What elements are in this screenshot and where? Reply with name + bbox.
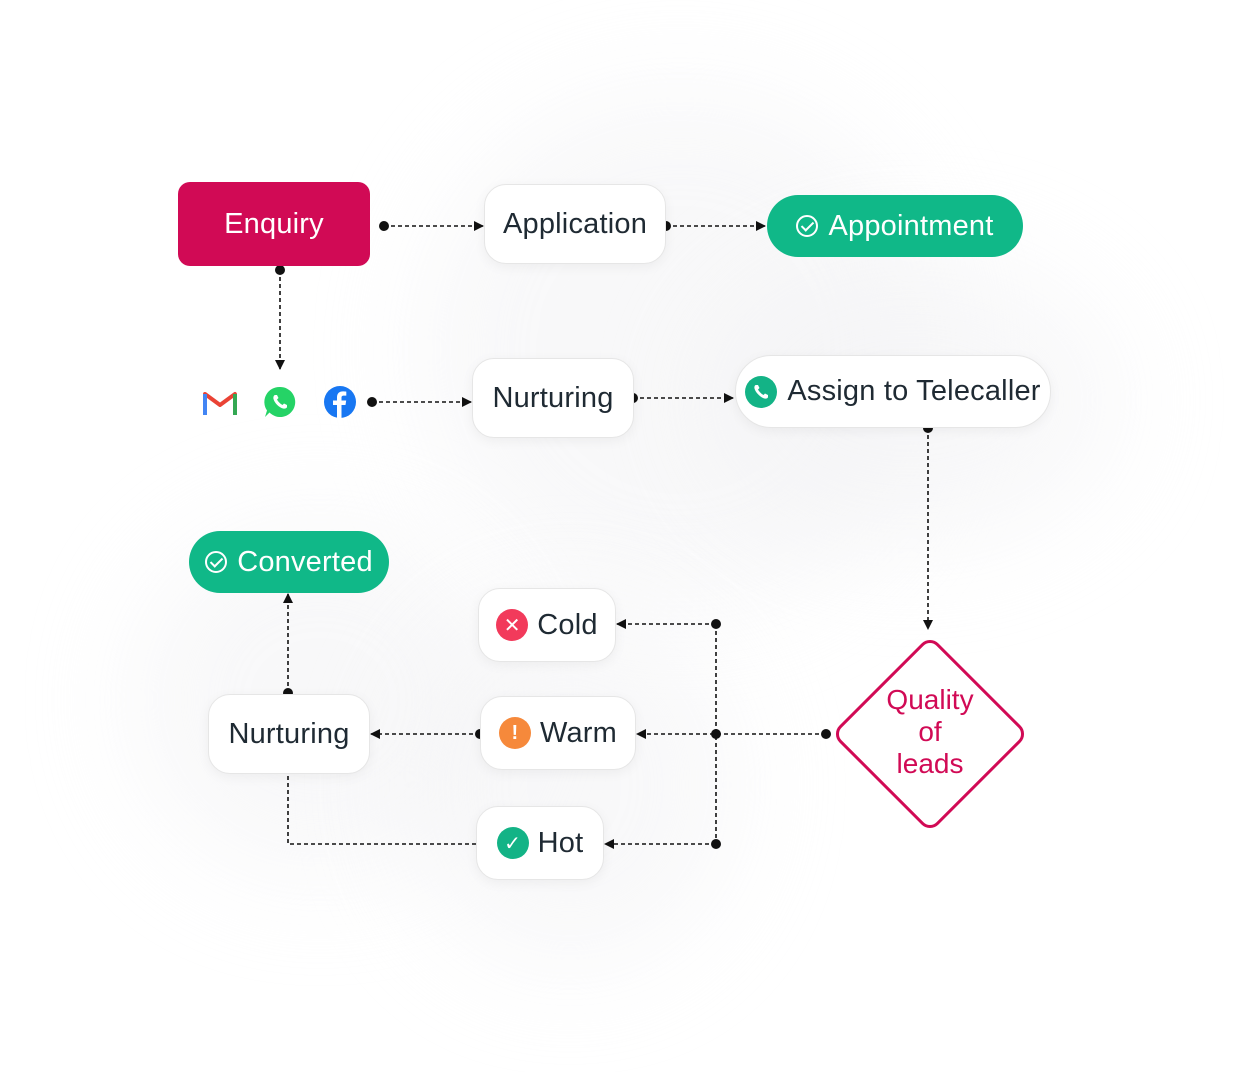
close-circle-icon: ✕ — [496, 609, 529, 641]
enquiry-label: Enquiry — [224, 207, 324, 240]
check-circle-icon: ✓ — [496, 827, 529, 859]
connector-hot-nurturing — [287, 775, 476, 845]
application-label: Application — [502, 207, 648, 240]
nurturing-top-label: Nurturing — [492, 381, 614, 414]
appointment-label: Appointment — [828, 209, 994, 242]
phone-icon — [745, 375, 778, 408]
application-node[interactable]: Application — [484, 184, 666, 264]
nurturing-top-node[interactable]: Nurturing — [472, 358, 634, 438]
converted-label: Converted — [237, 545, 373, 578]
appointment-node[interactable]: Appointment — [767, 195, 1023, 257]
assign-telecaller-label: Assign to Telecaller — [787, 375, 1041, 407]
cold-node[interactable]: ✕ Cold — [478, 588, 616, 662]
nurturing-bottom-node[interactable]: Nurturing — [208, 694, 370, 774]
cold-label: Cold — [537, 608, 598, 641]
whatsapp-icon — [264, 386, 296, 417]
facebook-icon — [324, 386, 356, 418]
check-circle-icon — [796, 215, 819, 237]
converted-node[interactable]: Converted — [189, 531, 389, 593]
warm-label: Warm — [539, 716, 618, 749]
warning-circle-icon: ! — [498, 717, 531, 749]
hot-node[interactable]: ✓ Hot — [476, 806, 604, 880]
assign-telecaller-node[interactable]: Assign to Telecaller — [735, 355, 1051, 428]
check-circle-icon — [205, 551, 228, 573]
hot-label: Hot — [537, 826, 584, 859]
nurturing-bottom-label: Nurturing — [228, 717, 350, 750]
quality-of-leads-label: Quality of leads — [886, 684, 974, 779]
gmail-icon — [203, 392, 237, 415]
warm-node[interactable]: ! Warm — [480, 696, 636, 770]
enquiry-node[interactable]: Enquiry — [178, 182, 370, 266]
